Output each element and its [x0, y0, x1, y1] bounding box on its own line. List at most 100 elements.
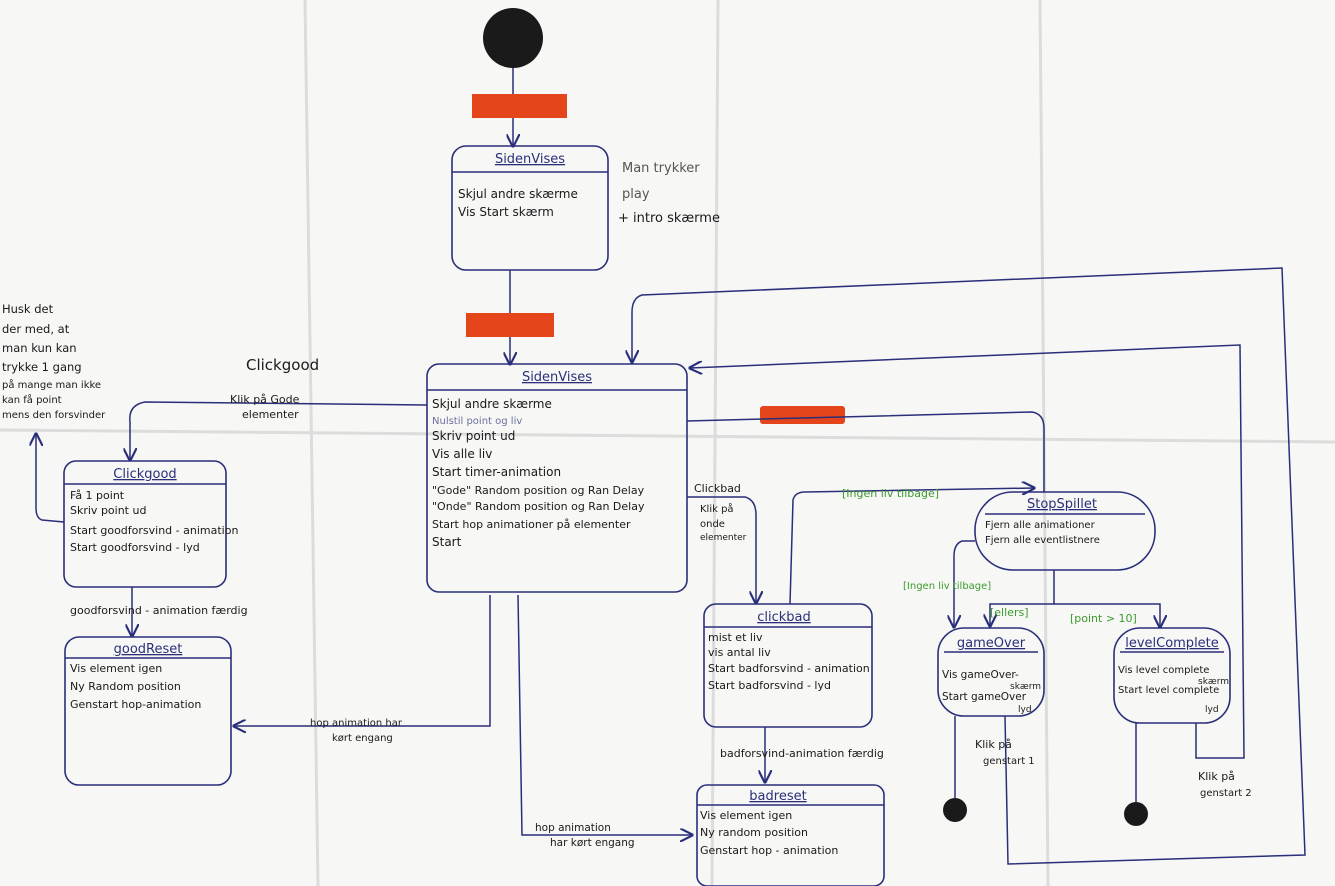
guard-label: [Ingen liv tilbage]: [842, 487, 939, 500]
state-line: Start goodforsvind - animation: [70, 524, 238, 537]
state-box-gameover: [937, 627, 1045, 717]
note-line: Husk det: [2, 302, 54, 316]
note-line: play: [622, 187, 650, 202]
transition-label: Klik på: [975, 738, 1012, 751]
guard-label: [point > 10]: [1070, 612, 1137, 625]
note-line: der med, at: [2, 322, 70, 336]
transition-label: kørt engang: [332, 733, 393, 744]
state-line: Vis element igen: [700, 809, 792, 822]
state-line: Ny random position: [700, 826, 808, 839]
state-line: Start badforsvind - lyd: [708, 679, 831, 692]
state-line: Start goodforsvind - lyd: [70, 541, 200, 554]
state-title: gameOver: [957, 636, 1026, 651]
arrow-point-guard: [1054, 603, 1160, 627]
state-line: Få 1 point: [70, 489, 125, 502]
transition-label: elementer: [242, 408, 299, 421]
state-line: Start gameOver: [942, 691, 1027, 703]
state-box-clickbad: [703, 603, 873, 728]
state-line: mist et liv: [708, 631, 763, 644]
fork-bar-3: [760, 406, 845, 424]
arrow-ingenliv-to-stopspillet: [789, 488, 1034, 605]
state-line: Skriv point ud: [70, 504, 146, 517]
state-line: Start badforsvind - animation: [708, 662, 870, 675]
state-title: clickbad: [757, 610, 811, 625]
arrow-ellers: [990, 570, 1055, 626]
state-title: Clickgood: [113, 467, 176, 482]
transition-label: genstart 2: [1200, 788, 1252, 799]
state-line: Genstart hop - animation: [700, 844, 838, 857]
transition-label: Clickgood: [246, 356, 319, 374]
transition-label: Klik på Gode: [230, 393, 300, 406]
initial-node: [483, 8, 543, 68]
note-line: Man trykker: [622, 161, 700, 176]
state-title: SidenVises: [522, 370, 592, 385]
state-line: Vis alle liv: [432, 447, 492, 461]
state-line: Fjern alle eventlistnere: [985, 535, 1100, 546]
state-title: levelComplete: [1125, 636, 1219, 651]
transition-label: elementer: [700, 533, 747, 543]
transition-label: hop animation: [535, 822, 611, 834]
state-box-goodreset: [64, 636, 232, 786]
transition-label: Clickbad: [694, 482, 741, 495]
final-node-gameover: [943, 798, 967, 822]
fork-bar-1: [472, 94, 567, 118]
state-line: Fjern alle animationer: [985, 520, 1096, 531]
state-line: Start timer-animation: [432, 465, 561, 479]
arrow-sidenvises2-to-clickgood: [130, 401, 428, 460]
state-box-levelcomplete: [1113, 627, 1231, 724]
transition-label: onde: [700, 519, 725, 530]
state-line: Vis level complete: [1118, 665, 1209, 676]
state-line: "Onde" Random position og Ran Delay: [432, 500, 645, 513]
arrow-hop-to-badreset: [517, 594, 692, 835]
state-box-badreset: [696, 784, 885, 886]
transition-label: hop animation har: [310, 718, 403, 729]
state-line: Vis element igen: [70, 662, 162, 675]
transition-label: Klik på: [700, 502, 734, 515]
note-line: mens den forsvinder: [2, 410, 106, 421]
state-title: badreset: [749, 789, 806, 804]
state-title: SidenVises: [495, 152, 565, 167]
state-line: skærm: [1010, 682, 1041, 692]
state-line: Vis gameOver-: [942, 669, 1019, 681]
state-line: skærm: [1198, 677, 1229, 687]
note-line: man kun kan: [2, 341, 77, 355]
transition-label: Klik på: [1198, 770, 1235, 783]
state-line: Skjul andre skærme: [458, 187, 578, 201]
state-line: Ny Random position: [70, 680, 181, 693]
note-line: trykke 1 gang: [2, 360, 82, 374]
state-title: StopSpillet: [1027, 497, 1097, 512]
transition-label: genstart 1: [983, 756, 1035, 767]
arrow-genstart1-loop: [632, 267, 1306, 865]
state-line: lyd: [1018, 705, 1032, 715]
arrow-genstart2-loop: [690, 344, 1245, 759]
state-box-stopspillet: [974, 491, 1156, 571]
state-line: Genstart hop-animation: [70, 698, 201, 711]
fork-bar-2: [466, 313, 554, 337]
arrow-hop-to-goodreset: [234, 595, 491, 726]
state-line: "Gode" Random position og Ran Delay: [432, 484, 645, 497]
state-line: Nulstil point og liv: [432, 416, 522, 427]
arrow-clickgood-note: [36, 434, 65, 523]
arrow-sidenvises2-to-clickbad: [687, 496, 756, 603]
state-line: Start level complete: [1118, 685, 1219, 696]
note-line: kan få point: [2, 393, 62, 406]
transition-label: goodforsvind - animation færdig: [70, 604, 248, 617]
arrow-bar3-to-stopspillet: [686, 411, 1045, 492]
state-box-siden-vises-1: [451, 145, 609, 271]
guard-label: [ellers]: [990, 606, 1028, 619]
state-box-clickgood: [63, 460, 227, 588]
state-line: vis antal liv: [708, 646, 771, 659]
state-title: goodReset: [114, 642, 183, 657]
note-line: på mange man ikke: [2, 378, 101, 391]
note-line: + intro skærme: [618, 211, 720, 226]
state-line: Skriv point ud: [432, 429, 515, 443]
state-line: Start hop animationer på elementer: [432, 518, 631, 531]
state-box-siden-vises-2: [426, 363, 688, 593]
guard-label: [Ingen liv tilbage]: [903, 581, 991, 592]
final-node-levelcomplete: [1124, 802, 1148, 826]
transition-label: har kørt engang: [550, 837, 635, 849]
arrow-stopspillet-to-gameover: [954, 540, 975, 627]
